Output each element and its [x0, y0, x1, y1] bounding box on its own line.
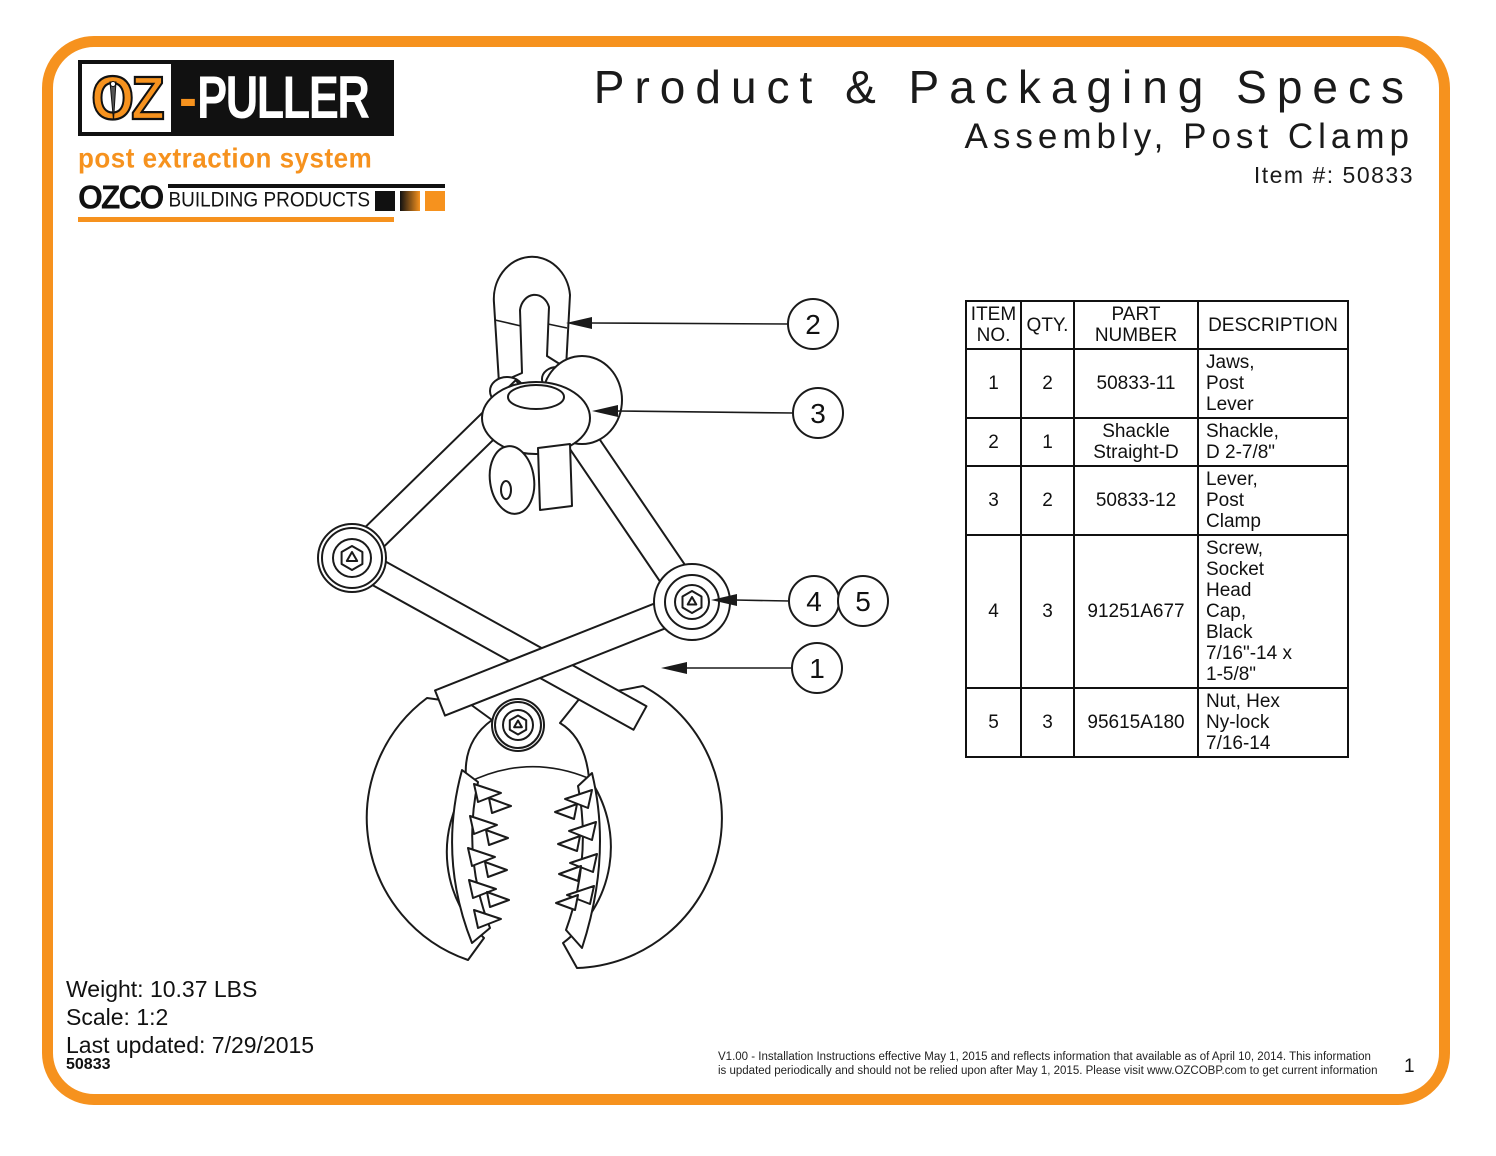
ozco-logo-text: OZCO — [78, 178, 164, 216]
title-block: Product & Packaging Specs Assembly, Post… — [594, 60, 1414, 189]
leader-lines — [566, 317, 794, 674]
table-row: 4 3 91251A677 Screw, Socket Head Cap, Bl… — [965, 534, 1349, 689]
oz-puller-logo: OZ - PULLER — [78, 60, 394, 136]
callout-5: 5 — [837, 575, 889, 627]
table-row: 1 2 50833-11 Jaws, Post Lever — [965, 348, 1349, 419]
cell-description: Nut, Hex Ny-lock 7/16-14 — [1197, 687, 1349, 758]
cell-description: Shackle, D 2-7/8" — [1197, 417, 1349, 467]
cell-qty: 1 — [1020, 417, 1075, 467]
callout-2-label: 2 — [805, 309, 821, 340]
right-pivot-screw — [653, 563, 731, 641]
page-title: Product & Packaging Specs — [593, 61, 1414, 113]
last-updated-text: Last updated: 7/29/2015 — [66, 1032, 315, 1058]
parts-table-header-row: ITEM NO. QTY. PART NUMBER DESCRIPTION — [965, 300, 1349, 350]
building-products-strip: BUILDING PRODUCTS — [168, 183, 446, 212]
cell-description: Screw, Socket Head Cap, Black 7/16"-14 x… — [1197, 534, 1349, 689]
top-lug-drawing — [481, 355, 623, 515]
header-description: DESCRIPTION — [1197, 300, 1349, 350]
table-row: 3 2 50833-12 Lever, Post Clamp — [965, 465, 1349, 536]
post-puller-icon — [109, 81, 117, 121]
oz-logo-text: OZ — [90, 62, 165, 133]
weight-text: Weight: 10.37 LBS — [66, 976, 258, 1002]
footer-disclaimer: V1.00 - Installation Instructions effect… — [718, 1051, 1378, 1077]
header-item-no: ITEM NO. — [965, 300, 1022, 350]
logo-square-gradient — [400, 190, 421, 211]
brand-block: OZ - PULLER post extraction system OZCO … — [78, 60, 446, 222]
brand-underline — [78, 216, 394, 222]
scale-text: Scale: 1:2 — [66, 1004, 169, 1030]
callout-3-label: 3 — [810, 398, 826, 429]
cell-part: 50833-11 — [1073, 348, 1199, 419]
cell-description: Jaws, Post Lever — [1197, 348, 1349, 419]
orange-border-frame — [42, 36, 1450, 1105]
header-qty: QTY. — [1020, 300, 1075, 350]
puller-logo-box: - PULLER — [175, 60, 394, 136]
bottom-pivot-screw — [491, 698, 545, 752]
callout-4-label: 4 — [806, 586, 822, 617]
drawing-info-block: Weight: 10.37 LBS Scale: 1:2 Last update… — [66, 975, 314, 1059]
table-row: 5 3 95615A180 Nut, Hex Ny-lock 7/16-14 — [965, 687, 1349, 758]
gripper-plates-drawing — [451, 769, 601, 949]
logo-square-orange — [425, 190, 446, 211]
item-number: Item #: 50833 — [1253, 162, 1414, 188]
doc-number: 50833 — [66, 1056, 111, 1073]
brand-tagline: post extraction system — [78, 142, 373, 174]
table-row: 2 1 Shackle Straight-D Shackle, D 2-7/8" — [965, 417, 1349, 467]
callout-3: 3 — [792, 387, 844, 439]
callout-1-label: 1 — [809, 653, 825, 684]
ozco-logo-row: OZCO BUILDING PRODUCTS — [78, 178, 446, 216]
left-pivot-screw — [317, 523, 387, 593]
cell-qty: 2 — [1020, 348, 1075, 419]
cell-part: 95615A180 — [1073, 687, 1199, 758]
cell-qty: 3 — [1020, 687, 1075, 758]
page-number: 1 — [1404, 1056, 1415, 1077]
header-part-number: PART NUMBER — [1073, 300, 1199, 350]
cell-item: 2 — [965, 417, 1022, 467]
lower-levers-drawing — [347, 547, 696, 731]
cell-item: 4 — [965, 534, 1022, 689]
puller-logo-text: PULLER — [196, 64, 370, 132]
callout-4: 4 — [788, 575, 840, 627]
callout-2: 2 — [787, 298, 839, 350]
oz-logo-box: OZ — [78, 60, 175, 136]
cell-qty: 2 — [1020, 465, 1075, 536]
callout-5-label: 5 — [855, 586, 871, 617]
cell-description: Lever, Post Clamp — [1197, 465, 1349, 536]
logo-square-black — [375, 190, 396, 211]
cell-qty: 3 — [1020, 534, 1075, 689]
cell-part: Shackle Straight-D — [1073, 417, 1199, 467]
page-subtitle: Assembly, Post Clamp — [964, 117, 1414, 156]
cell-part: 50833-12 — [1073, 465, 1199, 536]
cell-item: 1 — [965, 348, 1022, 419]
callout-1: 1 — [791, 642, 843, 694]
building-products-text: BUILDING PRODUCTS — [168, 188, 371, 212]
puller-hyphen: - — [179, 65, 197, 131]
cell-item: 3 — [965, 465, 1022, 536]
cell-item: 5 — [965, 687, 1022, 758]
cell-part: 91251A677 — [1073, 534, 1199, 689]
assembly-drawing: 2 3 4 5 1 — [317, 255, 889, 969]
parts-table: ITEM NO. QTY. PART NUMBER DESCRIPTION 1 … — [965, 300, 1349, 758]
